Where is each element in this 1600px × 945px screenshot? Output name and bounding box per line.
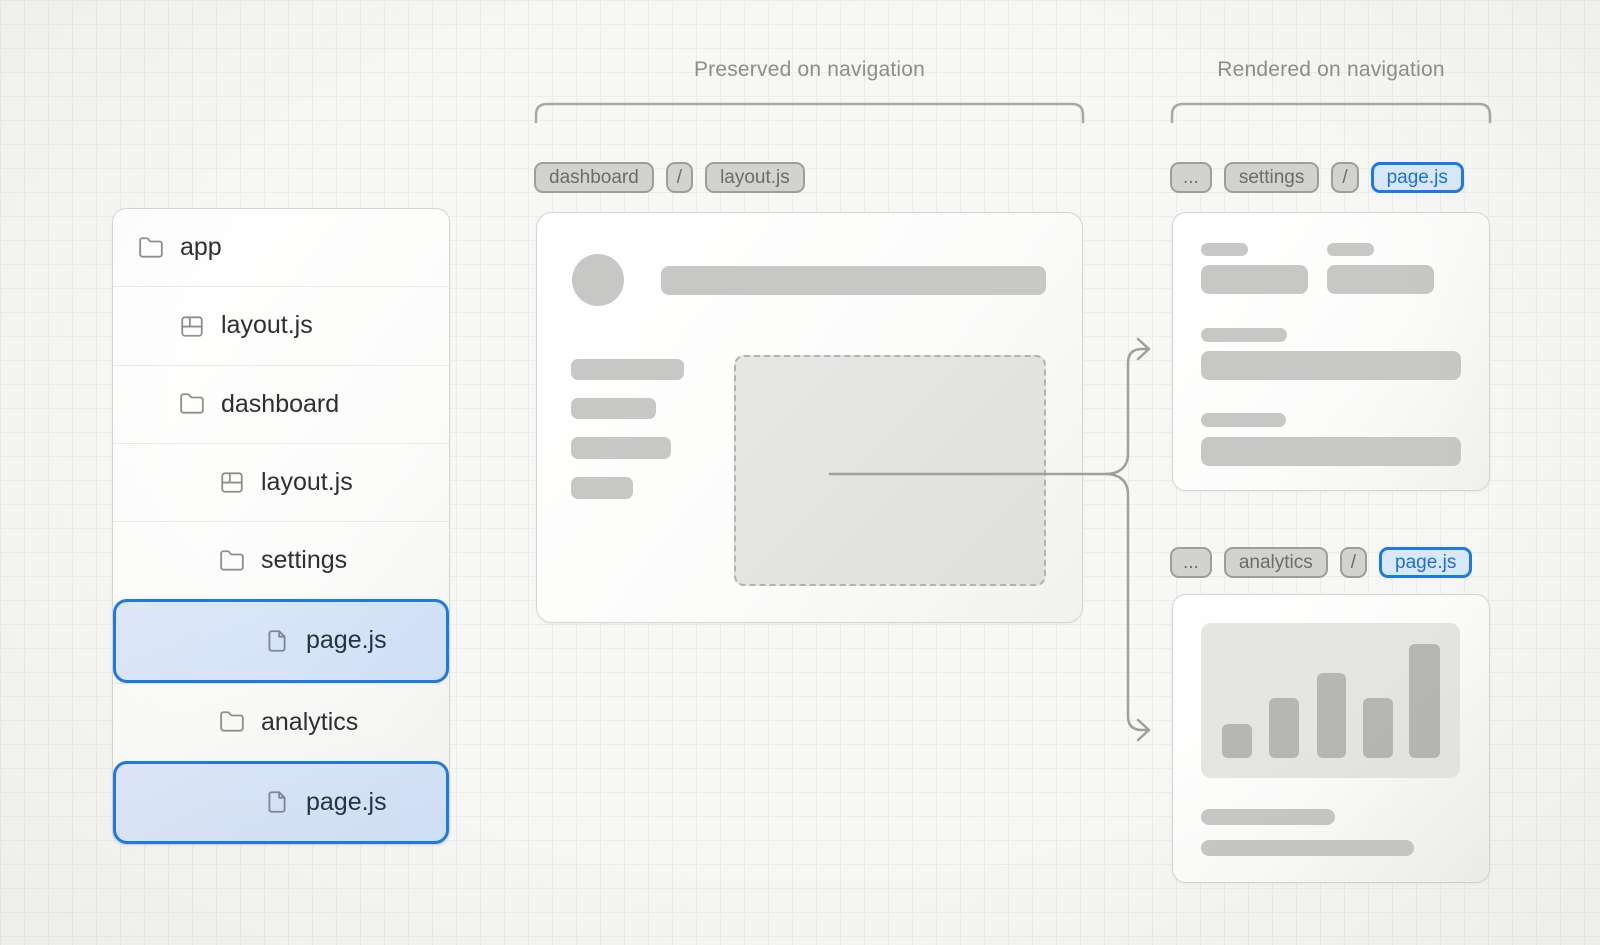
chart-bar (1317, 673, 1346, 758)
page-slot-placeholder (734, 355, 1046, 586)
field-input-placeholder (1201, 265, 1308, 294)
layout-icon (221, 472, 243, 494)
tree-item-label: layout.js (221, 311, 313, 340)
nav-line-placeholder (571, 437, 671, 459)
folder-icon (220, 549, 244, 571)
tree-item-label: layout.js (261, 467, 353, 496)
breadcrumb-separator: / (1331, 162, 1359, 193)
tree-item-label: page.js (306, 787, 387, 816)
folder-icon (180, 393, 204, 414)
field-label-placeholder (1201, 413, 1286, 427)
breadcrumb-segment-page-js-active[interactable]: page.js (1379, 547, 1473, 578)
nav-line-placeholder (571, 398, 656, 419)
chart-bar (1409, 644, 1440, 758)
tree-item-dashboard[interactable]: dashboard (113, 364, 449, 443)
analytics-page-skeleton-card (1172, 594, 1490, 883)
tree-item-settings-page-js[interactable]: page.js (113, 599, 449, 683)
breadcrumb-analytics-page: ... analytics / page.js (1170, 547, 1473, 578)
breadcrumb-segment-page-js-active[interactable]: page.js (1370, 162, 1464, 193)
breadcrumb-segment-analytics[interactable]: analytics (1223, 547, 1328, 578)
field-input-placeholder (1201, 351, 1461, 380)
tree-item-label: dashboard (221, 389, 340, 418)
settings-page-skeleton-card (1172, 212, 1490, 491)
tree-item-label: analytics (261, 707, 359, 736)
tree-item-app[interactable]: app (113, 209, 449, 286)
tree-item-analytics[interactable]: analytics (113, 682, 449, 761)
chart-bar (1363, 698, 1393, 758)
folder-icon (220, 711, 244, 732)
rendered-bracket (1170, 102, 1492, 124)
tree-item-label: settings (261, 546, 348, 575)
connector-branch-down (1104, 472, 1150, 732)
layout-skeleton-card (536, 212, 1083, 623)
tree-item-settings[interactable]: settings (113, 521, 449, 599)
breadcrumb-dashboard-layout: dashboard / layout.js (534, 162, 805, 193)
breadcrumb-segment-dashboard[interactable]: dashboard (534, 162, 654, 193)
tree-item-layout-js-nested[interactable]: layout.js (113, 442, 449, 521)
field-label-placeholder (1201, 328, 1287, 342)
breadcrumb-ellipsis: ... (1170, 162, 1212, 193)
folder-icon (139, 236, 163, 258)
tree-item-label: page.js (306, 626, 387, 655)
breadcrumb-segment-layout-js[interactable]: layout.js (705, 162, 805, 193)
file-tree: app layout.js dashboard layout.js settin… (112, 208, 450, 845)
breadcrumb-separator: / (1339, 547, 1368, 578)
breadcrumb-separator: / (665, 162, 694, 193)
arrow-head-analytics (1136, 718, 1151, 742)
rendered-section-label: Rendered on navigation (1217, 58, 1445, 81)
file-icon (268, 791, 286, 814)
preserved-section-label: Preserved on navigation (693, 58, 926, 81)
field-input-placeholder (1201, 437, 1461, 466)
nav-line-placeholder (571, 359, 684, 380)
preserved-bracket (534, 102, 1085, 124)
tree-item-layout-js[interactable]: layout.js (113, 286, 449, 364)
nav-line-placeholder (571, 477, 633, 499)
arrow-head-settings (1136, 337, 1151, 361)
header-bar-placeholder (661, 266, 1046, 295)
field-input-placeholder (1327, 265, 1434, 294)
breadcrumb-ellipsis: ... (1170, 547, 1212, 578)
text-line-placeholder (1201, 840, 1414, 856)
field-label-placeholder (1201, 243, 1248, 256)
avatar-placeholder (572, 254, 624, 306)
connector-branch-up (1104, 347, 1150, 476)
layout-icon (181, 316, 203, 337)
breadcrumb-settings-page: ... settings / page.js (1170, 162, 1464, 193)
field-label-placeholder (1327, 243, 1374, 256)
tree-item-label: app (180, 233, 222, 262)
file-icon (268, 630, 286, 652)
breadcrumb-segment-settings[interactable]: settings (1223, 162, 1320, 193)
chart-bar (1222, 724, 1252, 758)
chart-bar (1269, 698, 1299, 758)
tree-item-analytics-page-js[interactable]: page.js (113, 760, 449, 844)
chart-panel-placeholder (1201, 623, 1460, 778)
text-line-placeholder (1201, 809, 1335, 825)
